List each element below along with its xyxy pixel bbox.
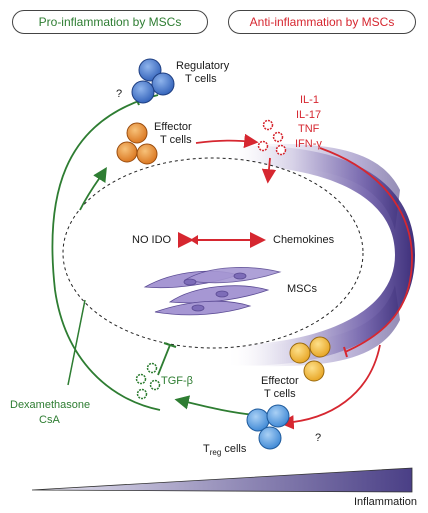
regulatory-t-cells-label-1: Regulatory xyxy=(176,60,230,72)
tgf-inhibit-line xyxy=(157,344,171,376)
dexamethasone-label: Dexamethasone xyxy=(10,399,91,411)
chemokines-label: Chemokines xyxy=(273,234,335,246)
dexamethasone-line xyxy=(67,299,86,386)
green-loop xyxy=(51,94,161,411)
tgf-beta-label: TGF-β xyxy=(161,375,193,387)
treg-cells-label: Treg cells xyxy=(203,443,246,459)
arrow-green-to-effector xyxy=(79,166,107,211)
effector-bottom-label-2: T cells xyxy=(264,388,296,400)
effector-bottom-label-1: Effector xyxy=(261,375,299,387)
effector-t-cells-bottom xyxy=(289,336,331,382)
inhibition-bar xyxy=(343,346,348,358)
mscs-label: MSCs xyxy=(287,283,317,295)
effector-top-label-1: Effector xyxy=(154,121,192,133)
arrow-mscs-to-treg xyxy=(279,344,381,430)
tgf-bursts xyxy=(135,362,161,400)
cytokine-il17: IL-17 xyxy=(296,109,322,121)
arrow-treg-to-tgf xyxy=(174,395,256,416)
tgf-inhibit-bar xyxy=(163,342,177,348)
arrow-cytokines-to-mscs xyxy=(261,157,277,184)
inflammation-wedge xyxy=(31,467,413,493)
cytokine-bursts xyxy=(257,119,287,156)
header-anti-inflammation: Anti-inflammation by MSCs xyxy=(228,10,416,34)
inflammation-label: Inflammation xyxy=(354,496,417,508)
regulatory-t-cells-label-2: T cells xyxy=(185,73,217,85)
msc-niche-ellipse xyxy=(62,157,364,349)
treg-cells xyxy=(246,404,290,450)
question-mark-top: ? xyxy=(116,88,123,100)
arrow-effector-to-cytokines xyxy=(195,133,259,149)
treg-main: T xyxy=(203,443,210,455)
cytokine-ifn-gamma: IFN-γ xyxy=(295,138,322,150)
treg-suffix: cells xyxy=(221,443,247,455)
inhibition-arc xyxy=(319,147,413,353)
effector-t-cells-top xyxy=(116,122,158,165)
cytokine-il1: IL-1 xyxy=(300,94,319,106)
csa-label: CsA xyxy=(39,414,60,426)
question-mark-bottom: ? xyxy=(315,432,322,444)
cytokine-tnf: TNF xyxy=(298,123,320,135)
treg-subscript: reg xyxy=(209,448,222,458)
effector-top-label-2: T cells xyxy=(160,134,192,146)
double-arrow-head-left xyxy=(190,235,198,245)
no-ido-label: NO IDO xyxy=(132,234,172,246)
header-pro-inflammation: Pro-inflammation by MSCs xyxy=(12,10,208,34)
regulatory-t-cells xyxy=(131,58,175,104)
msc-cells xyxy=(143,267,282,316)
